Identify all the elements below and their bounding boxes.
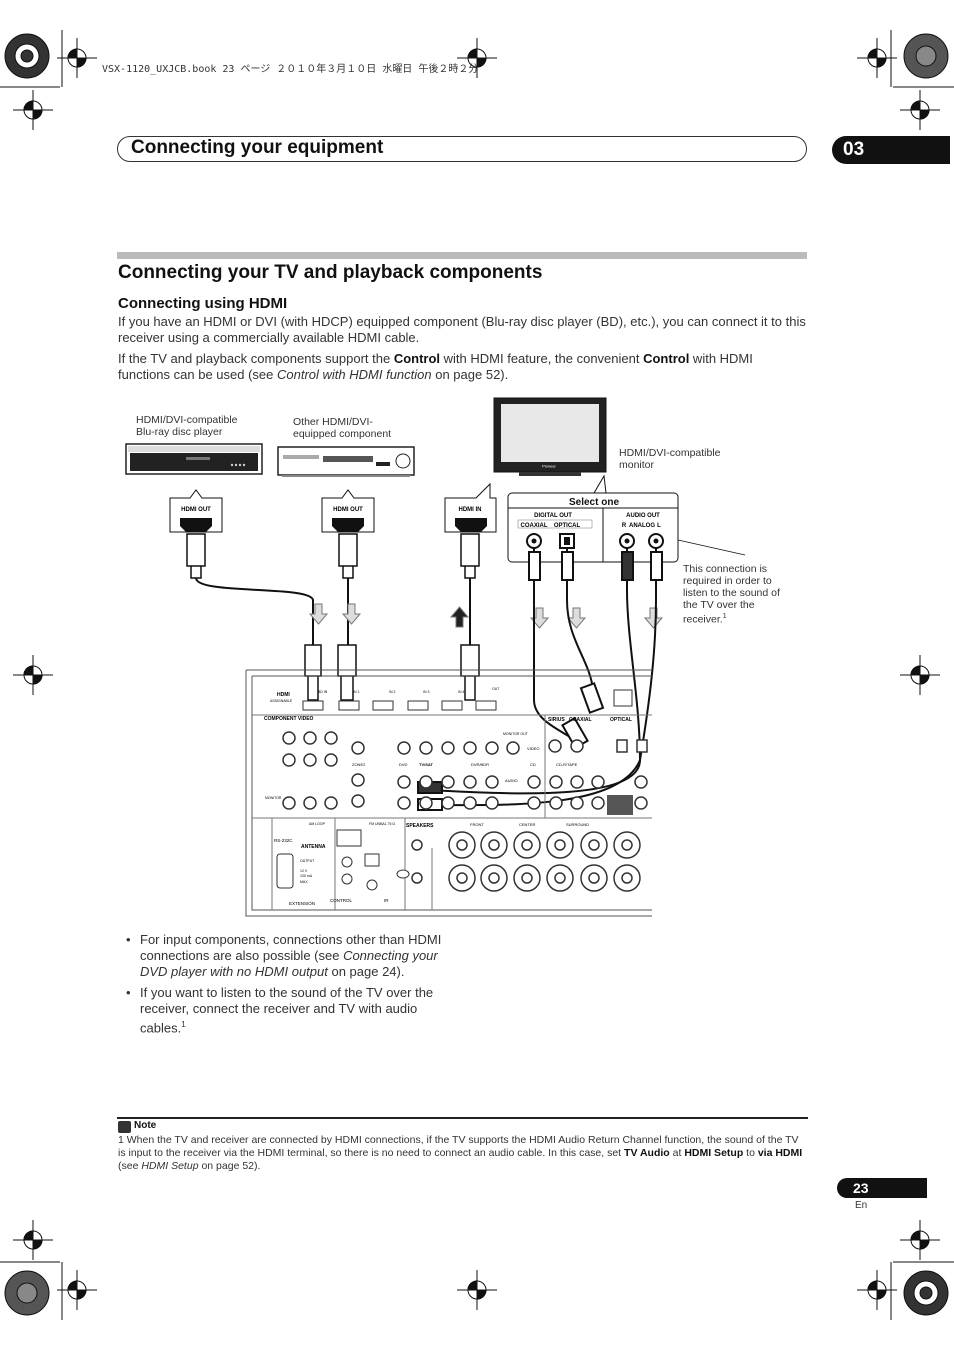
- svg-text:DVR/BDR: DVR/BDR: [471, 762, 489, 767]
- svg-text:DIGITAL OUT: DIGITAL OUT: [534, 513, 572, 519]
- svg-text:EXTENSION: EXTENSION: [289, 901, 315, 906]
- hdmi-cables: [186, 533, 480, 701]
- svg-text:12 V: 12 V: [300, 869, 308, 873]
- intro-paragraph: If you have an HDMI or DVI (with HDCP) e…: [118, 314, 806, 345]
- svg-text:ASSIGNABLE: ASSIGNABLE: [270, 699, 293, 703]
- svg-text:OPTICAL: OPTICAL: [554, 523, 581, 529]
- svg-text:OUTPUT: OUTPUT: [300, 859, 315, 863]
- svg-text:MONITOR: MONITOR: [265, 796, 282, 800]
- tv-hdmi-in-callout: HDMI IN: [444, 482, 497, 533]
- svg-text:SURROUND: SURROUND: [566, 822, 589, 827]
- svg-text:IN 2: IN 2: [389, 690, 395, 694]
- page-language: En: [855, 1200, 868, 1211]
- svg-text:IN 3: IN 3: [423, 690, 429, 694]
- svg-text:SPEAKERS: SPEAKERS: [406, 823, 434, 829]
- bullet-list: For input components, connections other …: [126, 932, 466, 1041]
- svg-text:ZONE2: ZONE2: [352, 762, 366, 767]
- other-hdmi-out-callout: HDMI OUT: [321, 489, 375, 533]
- subsection-title: Connecting using HDMI: [118, 295, 288, 312]
- svg-text:COAXIAL: COAXIAL: [521, 523, 548, 529]
- svg-text:HDMI OUT: HDMI OUT: [333, 507, 363, 513]
- audio-cables: [417, 548, 663, 811]
- print-header: VSX-1120_UXJCB.book 23 ページ ２０１０年３月１０日 水曜…: [102, 64, 479, 75]
- bd-player: [125, 443, 263, 475]
- section-title: Connecting your TV and playback componen…: [118, 262, 543, 283]
- chapter-number: 03: [832, 136, 950, 164]
- bd-hdmi-out-callout: HDMI OUT: [169, 489, 223, 533]
- svg-text:CD: CD: [530, 762, 536, 767]
- svg-text:BD IN: BD IN: [318, 690, 328, 694]
- svg-text:SIRIUS: SIRIUS: [548, 717, 565, 723]
- svg-text:AUDIO: AUDIO: [505, 778, 518, 783]
- svg-text:COAXIAL: COAXIAL: [569, 717, 592, 723]
- svg-text:COMPONENT VIDEO: COMPONENT VIDEO: [264, 716, 314, 722]
- callout-leader: [677, 539, 746, 556]
- note-label: Note: [134, 1120, 157, 1131]
- svg-text:OUT: OUT: [492, 687, 500, 691]
- svg-text:HDMI: HDMI: [277, 692, 290, 698]
- svg-text:L: L: [657, 523, 661, 529]
- svg-text:IN 4: IN 4: [458, 690, 464, 694]
- svg-text:FRONT: FRONT: [470, 822, 484, 827]
- svg-text:OPTICAL: OPTICAL: [610, 717, 632, 723]
- svg-text:VIDEO: VIDEO: [527, 746, 539, 751]
- svg-text:AUDIO OUT: AUDIO OUT: [626, 513, 660, 519]
- svg-text:ANTENNA: ANTENNA: [301, 844, 326, 850]
- svg-text:R: R: [622, 523, 627, 529]
- connection-diagram: Pioneer HDMI OUT HDMI OUT HDMI IN Select…: [125, 397, 746, 917]
- svg-text:RS-232C: RS-232C: [274, 838, 293, 843]
- svg-text:ANALOG: ANALOG: [629, 523, 655, 529]
- svg-text:100 mA: 100 mA: [300, 874, 313, 878]
- label-other-component: Other HDMI/DVI-equipped component: [293, 416, 392, 440]
- svg-text:MONITOR OUT: MONITOR OUT: [503, 732, 529, 736]
- svg-text:HDMI OUT: HDMI OUT: [181, 507, 211, 513]
- chapter-header-frame: [117, 136, 807, 162]
- signal-arrows: [308, 603, 664, 629]
- label-monitor: HDMI/DVI-compatible monitor: [619, 447, 721, 471]
- note-icon: [118, 1121, 131, 1133]
- svg-text:DVD: DVD: [399, 762, 408, 767]
- svg-text:Select one: Select one: [569, 497, 619, 508]
- bullet-item: For input components, connections other …: [126, 932, 466, 980]
- tv-monitor: Pioneer: [493, 397, 607, 476]
- svg-text:MAX: MAX: [300, 880, 308, 884]
- section-rule: [117, 252, 807, 259]
- label-bd-player: HDMI/DVI-compatible Blu-ray disc player: [136, 414, 238, 438]
- svg-text:CONTROL: CONTROL: [330, 898, 352, 903]
- other-component: [277, 446, 415, 477]
- note-text: 1 When the TV and receiver are connected…: [118, 1134, 803, 1172]
- svg-text:CD-R/TAPE: CD-R/TAPE: [556, 762, 578, 767]
- page-number: 23: [837, 1178, 927, 1198]
- chapter-title: Connecting your equipment: [131, 137, 384, 158]
- svg-text:AM LOOP: AM LOOP: [309, 822, 326, 826]
- svg-text:IR: IR: [384, 898, 389, 903]
- svg-text:TV/SAT: TV/SAT: [419, 762, 433, 767]
- tv-brand-text: Pioneer: [542, 464, 556, 469]
- note-rule: [117, 1117, 808, 1119]
- svg-text:IN 1: IN 1: [353, 690, 359, 694]
- control-paragraph: If the TV and playback components suppor…: [118, 351, 753, 382]
- receiver-rear-panel: HDMI ASSIGNABLE COMPONENT VIDEO SIRIUS C…: [245, 669, 652, 917]
- label-audio-note: This connection is required in order to …: [683, 563, 780, 626]
- svg-text:HDMI IN: HDMI IN: [459, 507, 482, 513]
- bullet-item: If you want to listen to the sound of th…: [126, 985, 466, 1036]
- svg-text:FM UNBAL 75 Ω: FM UNBAL 75 Ω: [369, 822, 395, 826]
- svg-text:CENTER: CENTER: [519, 822, 536, 827]
